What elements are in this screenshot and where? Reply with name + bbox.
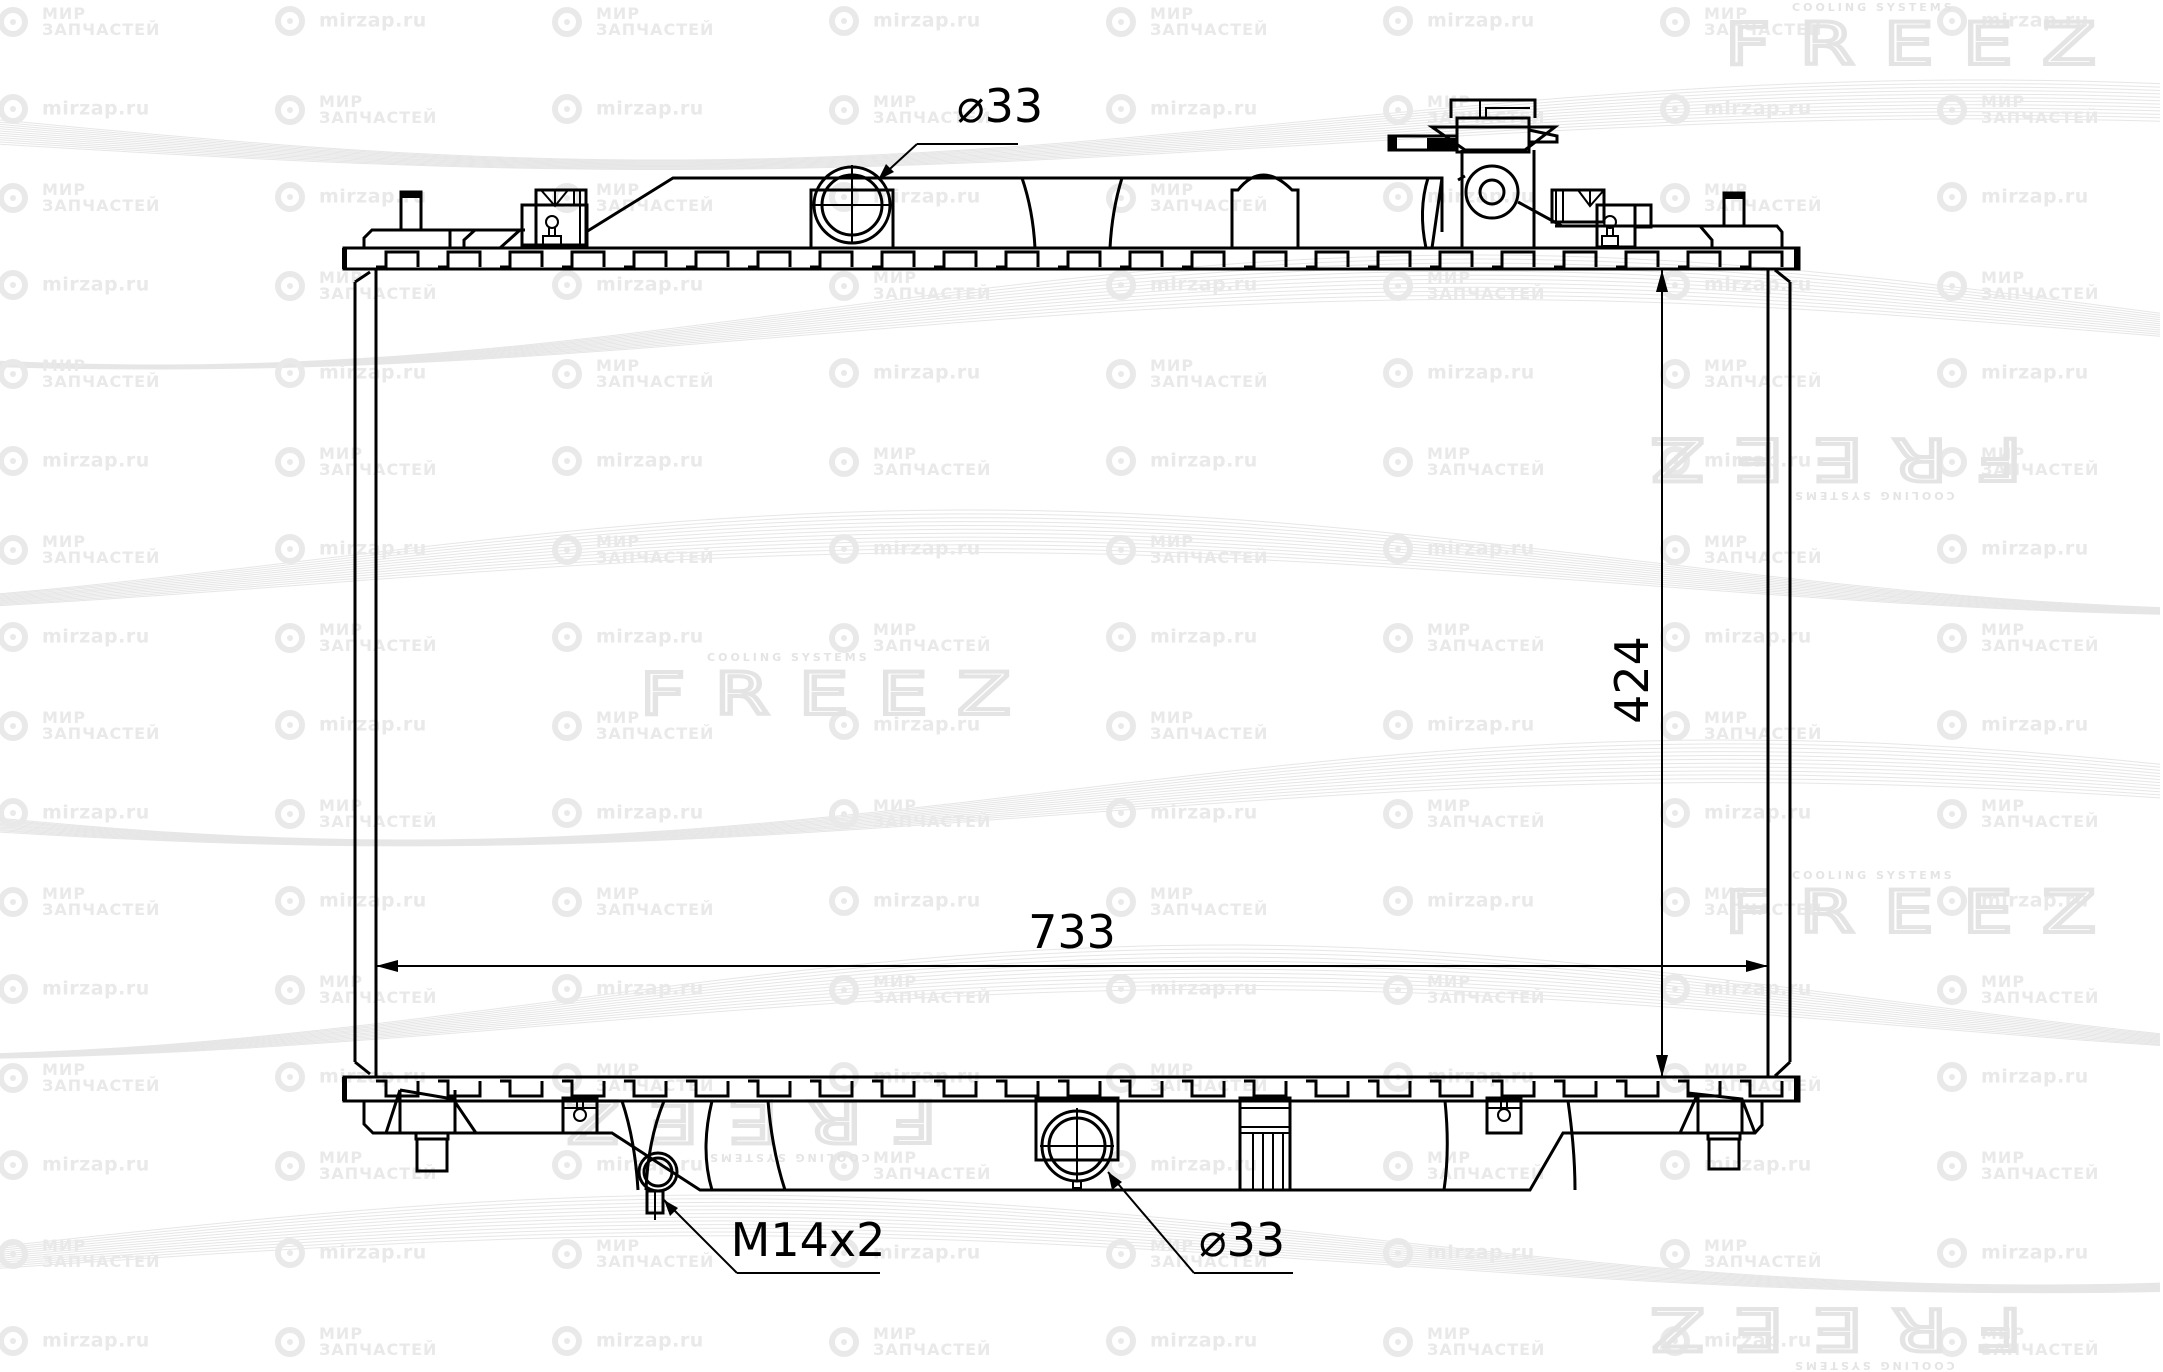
height-dimension: 424: [1605, 270, 1668, 1077]
width-dimension: 733: [376, 905, 1768, 972]
radiator-core: [353, 268, 1792, 1078]
drain-plug: [637, 1151, 679, 1220]
top-inlet-callout: ⌀33: [878, 79, 1043, 180]
bottom-clips: [561, 1096, 1523, 1135]
top-tank-ribs: [1020, 173, 1444, 249]
height-dimension-label: 424: [1605, 636, 1659, 724]
top-right-mounting-bracket: [1550, 188, 1653, 249]
top-inlet-pipe: [809, 165, 895, 250]
freez-logo-watermark-right: COOLING SYSTEMS FREEZ: [1722, 869, 2126, 946]
freez-logo-watermark: COOLING SYSTEMS FREEZ: [1722, 1, 2126, 78]
bottom-outlet-callout-label: ⌀33: [1199, 1213, 1285, 1267]
top-left-mounting-bracket: [520, 188, 589, 249]
drain-plug-callout-label: M14x2: [731, 1213, 886, 1267]
bottom-outlet-pipe: [1034, 1096, 1120, 1189]
freez-logo-watermark-center: COOLING SYSTEMS FREEZ: [637, 651, 1041, 728]
top-tank: [342, 176, 1801, 271]
drain-plug-callout: M14x2: [663, 1199, 886, 1274]
bottom-outlet-callout: ⌀33: [1107, 1171, 1293, 1274]
radiator-cap: [1387, 98, 1563, 249]
bottom-tank: [342, 1075, 1801, 1192]
width-dimension-label: 733: [1028, 905, 1116, 959]
bottom-connector: [1238, 1096, 1292, 1192]
top-inlet-callout-label: ⌀33: [957, 79, 1043, 133]
